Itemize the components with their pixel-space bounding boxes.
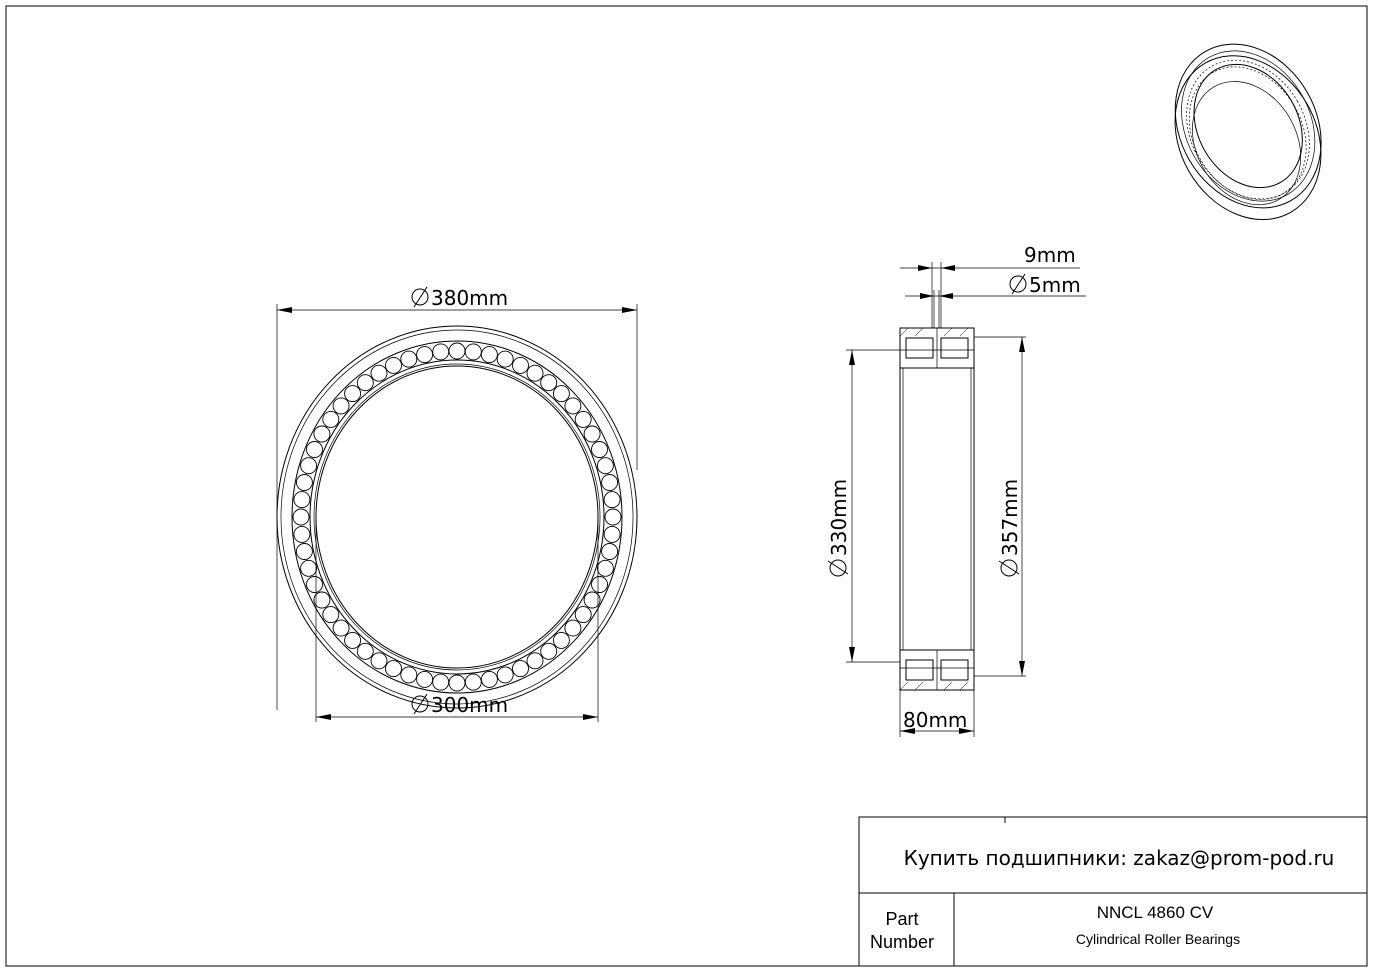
roller (464, 673, 482, 691)
roller (313, 425, 331, 443)
roller (300, 559, 318, 577)
diameter-symbol (1009, 273, 1027, 295)
dimension-inner-diameter: 300mm (315, 517, 599, 722)
roller (526, 364, 544, 382)
chamfer-9-label: 9mm (1024, 243, 1076, 267)
roller (416, 670, 434, 688)
roller (306, 576, 323, 593)
roller (601, 474, 619, 491)
roller (464, 343, 482, 361)
dimension-outer-diameter: 380mm (276, 286, 638, 710)
roller (300, 457, 318, 475)
roller (496, 350, 514, 368)
roller (540, 642, 558, 660)
roller (295, 474, 313, 491)
roller (574, 606, 592, 624)
roller (552, 631, 570, 649)
roller (448, 674, 466, 692)
dimension-width: 80mm (899, 690, 975, 737)
roller (564, 397, 582, 415)
roller-set (292, 342, 622, 692)
roller (574, 410, 592, 428)
dimension-chamfers: 9mm 5mm (900, 243, 1086, 328)
roller (416, 346, 434, 364)
roller (292, 508, 310, 526)
outer-ring-chamfer (280, 329, 634, 705)
roller-section-bottom-left (905, 659, 934, 681)
inner-ring-chamfer (313, 363, 601, 671)
inner-ring-outer-edge (309, 359, 605, 675)
roller (480, 670, 498, 688)
roller (356, 374, 374, 392)
roller-section-bottom-right (940, 659, 969, 681)
roller (603, 525, 621, 543)
roller (332, 619, 350, 637)
part-label-line1: Part (885, 909, 918, 929)
roller (344, 385, 362, 403)
contact-text: Купить подшипники: zakaz@prom-pod.ru (904, 846, 1335, 870)
roller (526, 652, 544, 670)
roller (596, 457, 614, 475)
roller (480, 346, 498, 364)
roller (591, 441, 608, 458)
roller (512, 660, 529, 678)
roller (596, 559, 614, 577)
roller (540, 374, 558, 392)
dimension-D1-diameter: 357mm (974, 336, 1026, 677)
roller (356, 642, 374, 660)
roller (385, 356, 402, 374)
outer-ring-outer-edge (276, 325, 638, 709)
chamfer-5-label: 5mm (1029, 273, 1081, 297)
roller (332, 397, 350, 415)
roller-section-top-left (905, 337, 934, 359)
sheet-border (5, 5, 1368, 967)
roller (432, 673, 450, 691)
roller (512, 356, 529, 374)
diameter-symbol (411, 286, 429, 308)
roller (322, 606, 340, 624)
bearing-section-outline (899, 327, 975, 691)
roller (370, 652, 388, 670)
roller (322, 410, 340, 428)
roller (370, 364, 388, 382)
roller (583, 425, 601, 443)
title-block: Купить подшипники: zakaz@prom-pod.ru Par… (858, 816, 1368, 967)
part-number: NNCL 4860 CV (1097, 903, 1214, 922)
roller (604, 508, 622, 526)
roller (400, 666, 418, 684)
roller (601, 543, 619, 560)
width-label: 80mm (903, 708, 967, 732)
roller (564, 619, 582, 637)
d1-diameter-label: 330mm (827, 479, 851, 556)
roller-section-top-right (940, 337, 969, 359)
dimension-d1-diameter: 330mm (827, 349, 900, 663)
outer-ring-inner-edge (291, 340, 623, 694)
roller (344, 631, 362, 649)
bore-edge (315, 365, 599, 669)
roller (583, 591, 601, 609)
roller (306, 441, 323, 458)
D1-diameter-label: 357mm (998, 479, 1022, 556)
section-view (899, 327, 975, 691)
roller (603, 491, 621, 509)
roller (448, 342, 466, 360)
roller (496, 666, 514, 684)
part-label-line2: Number (870, 932, 934, 952)
roller (295, 543, 313, 560)
outer-diameter-label: 380mm (431, 286, 508, 310)
isometric-view (1174, 43, 1322, 221)
roller (313, 591, 331, 609)
roller (591, 576, 608, 593)
part-type: Cylindrical Roller Bearings (1076, 931, 1240, 947)
roller (293, 491, 311, 509)
inner-diameter-label: 300mm (431, 693, 508, 717)
roller (552, 385, 570, 403)
roller (400, 350, 418, 368)
roller (432, 343, 450, 361)
diameter-symbol (411, 693, 429, 715)
roller (293, 525, 311, 543)
roller (385, 660, 402, 678)
front-view (276, 325, 638, 709)
